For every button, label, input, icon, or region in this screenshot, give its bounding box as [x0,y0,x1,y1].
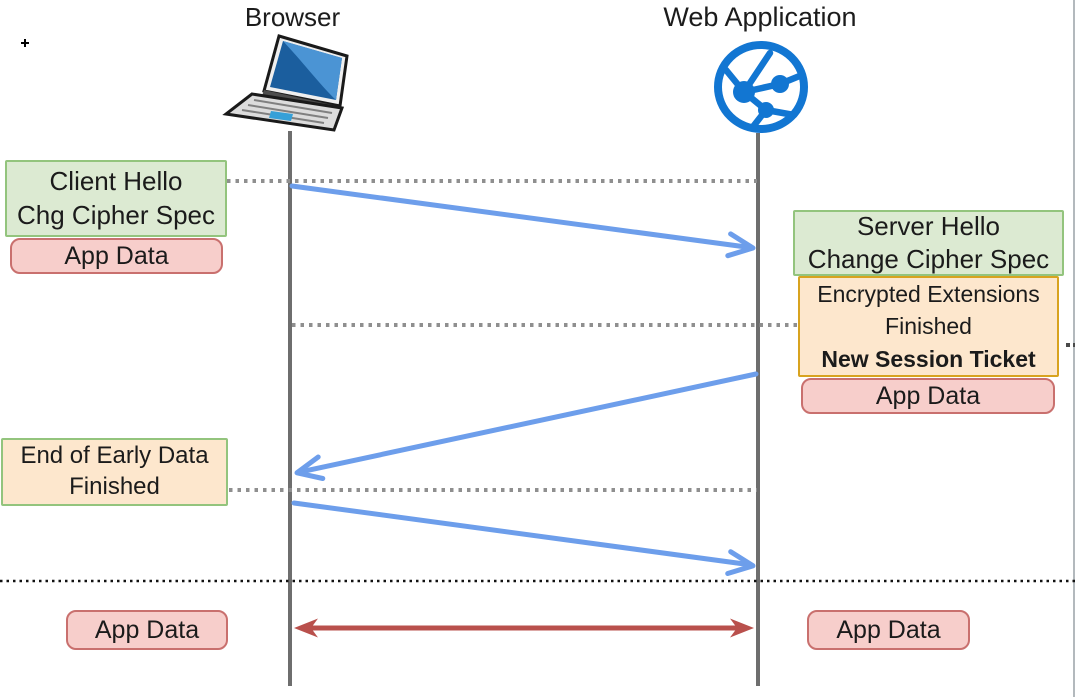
box-line: Encrypted Extensions [817,281,1040,308]
box-line: Chg Cipher Spec [17,199,215,230]
box-bottom-right-app-data: App Data [807,610,970,650]
box-line: End of Early Data [20,442,209,470]
globe-icon [714,41,808,133]
box-line: Server Hello [856,210,1001,241]
box-line: App Data [94,616,200,644]
cursor-cross-icon [21,39,29,47]
box-server-hello: Server Hello Change Cipher Spec [793,210,1064,276]
box-bottom-left-app-data: App Data [66,610,228,650]
box-client-app-data: App Data [10,238,223,274]
box-line: App Data [875,382,981,410]
box-line: Change Cipher Spec [807,244,1050,274]
box-client-hello: Client Hello Chg Cipher Spec [5,160,227,237]
actor-title-browser: Browser [244,2,341,32]
box-end-of-early-data: End of Early Data Finished [1,438,228,506]
arrow-app-data-bidirectional [294,618,754,638]
arrow-server-to-client [294,371,759,481]
box-line: Client Hello [49,166,183,197]
arrow-client-to-server-2 [291,500,756,576]
box-line: App Data [836,616,941,644]
box-encrypted-extensions: Encrypted Extensions Finished New Sessio… [798,276,1059,377]
box-line: Finished [885,313,972,340]
box-line: New Session Ticket [821,345,1036,372]
actor-title-web-application: Web Application [663,2,857,32]
laptop-icon [222,34,349,132]
box-server-app-data: App Data [801,378,1055,414]
box-line: Finished [69,473,160,500]
arrow-client-to-server-1 [289,183,756,259]
box-line: App Data [64,242,169,270]
